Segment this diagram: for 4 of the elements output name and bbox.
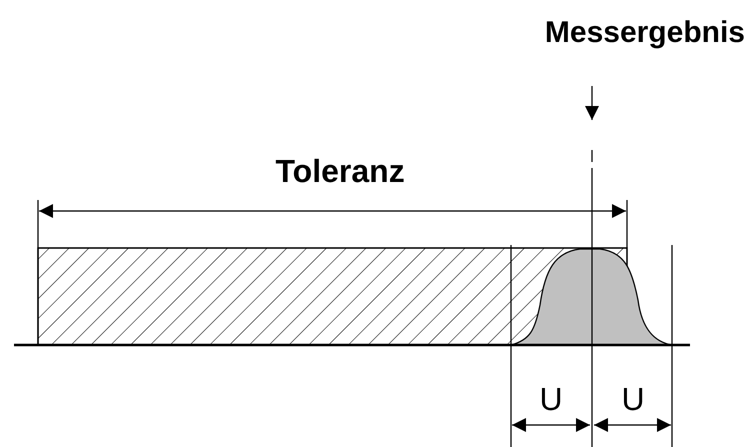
result-heading: Messergebnis: [544, 18, 745, 48]
dimension-label: U: [540, 383, 563, 415]
dimension-label: U: [622, 383, 645, 415]
dimension-label: Toleranz: [276, 155, 405, 187]
